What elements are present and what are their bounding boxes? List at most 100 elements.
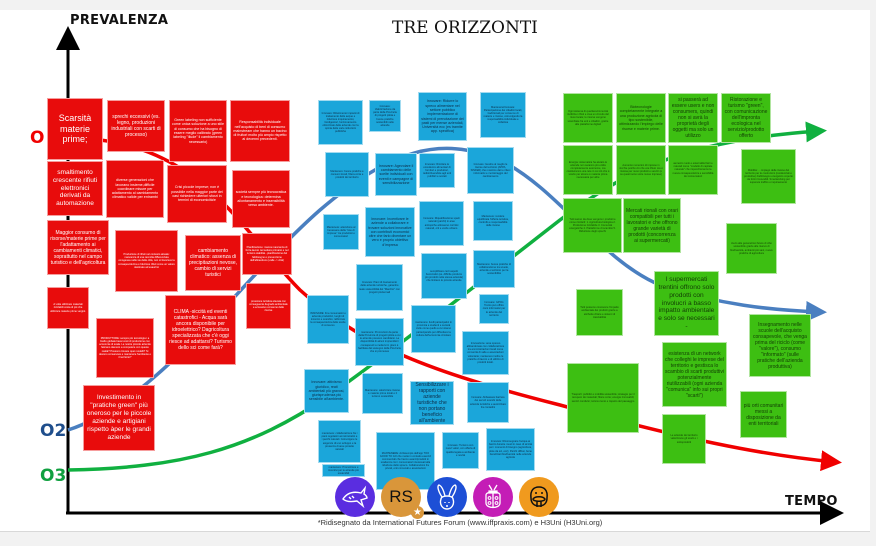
sticky-note-text: Mantenere/Innovare: Partecipazione dei c… bbox=[483, 105, 523, 125]
blue-sticky-note[interactable]: Innovare: attivismo giuridico, reati amb… bbox=[304, 369, 349, 413]
red-sticky-note[interactable]: cambiamento climatico: assenza di precip… bbox=[185, 235, 241, 291]
green-sticky-note[interactable]: Mercati rionali con orari compatibili pe… bbox=[623, 198, 681, 253]
sticky-note-text: mantenere: livelli partecipativi in prov… bbox=[415, 321, 452, 337]
red-sticky-note[interactable]: Produzione di rifiuti nel contesto attua… bbox=[115, 230, 178, 292]
green-sticky-note[interactable]: aumento ruolo e esternalità fisici e nat… bbox=[668, 145, 718, 195]
horizon-2-label: O2 bbox=[40, 421, 67, 441]
blue-sticky-note[interactable]: Mantenere: attenzione al benessere della… bbox=[323, 214, 359, 250]
red-sticky-note[interactable]: Scarsità materie prime; bbox=[47, 98, 103, 160]
star-icon: ★ bbox=[411, 506, 424, 519]
red-sticky-note[interactable]: Responsabilità individuale nell'acquisto… bbox=[230, 100, 290, 162]
sticky-note-text: A volte utilizzare materiali riciclabili… bbox=[50, 303, 86, 313]
blue-sticky-note[interactable]: Mantenere: rendere equilibrata l'offerta… bbox=[473, 201, 513, 241]
green-sticky-note[interactable]: Avvio alle generazioni future di cibo so… bbox=[726, 223, 777, 274]
sticky-note-text: esistenza di un network che colleghi le … bbox=[665, 350, 724, 399]
green-sticky-note[interactable]: Insegnamento nelle scuole dell'acquisto … bbox=[749, 314, 811, 377]
green-sticky-note[interactable]: Biotecnologie completamente integrate a … bbox=[616, 93, 666, 143]
green-sticky-note[interactable]: I supermercati trentini offrono solo pro… bbox=[654, 271, 719, 336]
walrus-badge[interactable] bbox=[519, 477, 559, 517]
blue-sticky-note[interactable]: Mantenere: buone pratiche e consumi loca… bbox=[325, 152, 369, 197]
sticky-note-text: mantenere: collaborazione fra i piani re… bbox=[321, 432, 358, 451]
blue-sticky-note[interactable]: Innovazione: aree spesso abbandonate con… bbox=[462, 331, 509, 375]
green-sticky-note[interactable]: Ogni sistema di quartiere/comunità riuti… bbox=[563, 93, 613, 143]
red-sticky-note[interactable]: Crisi piccole imprese; non è possibile n… bbox=[167, 165, 227, 223]
sticky-note-text: Ristorazione e turismo "green", con comu… bbox=[724, 97, 768, 139]
blue-sticky-note[interactable]: Innovare: Gestire al meglio le risorse d… bbox=[467, 147, 514, 194]
green-sticky-note[interactable]: Tutti sanno da dove vengono i prodotti e… bbox=[563, 198, 622, 253]
blue-sticky-note[interactable]: Innovare: Incentivare le aziende a colla… bbox=[365, 207, 415, 257]
blue-sticky-note[interactable]: INNOVARE: Fra consumatori e aziende prod… bbox=[307, 295, 349, 344]
blue-sticky-note[interactable]: mantenere: Promozione e incentivi per le… bbox=[322, 464, 365, 477]
sticky-note-text: Mantenere: buone pratiche di collaborazi… bbox=[477, 262, 511, 276]
red-sticky-note[interactable]: Maggior consumo di risorse/materie prime… bbox=[47, 220, 109, 275]
sticky-note-text: Innovare: Riciclare le eccedenze aliment… bbox=[422, 162, 452, 179]
blue-sticky-note[interactable]: Innovare: GPCG Trento può offrire corsi … bbox=[479, 294, 509, 324]
blue-sticky-note[interactable]: mantenere: collaborazione fra i piani re… bbox=[318, 420, 361, 463]
blue-sticky-note[interactable]: MANTENERE: Ad Esempio dell'app TOO GOOD … bbox=[376, 432, 435, 490]
sticky-note-text: Energia: sistematica ha aiutato le azien… bbox=[566, 160, 610, 180]
sticky-note-text: Innovare: Riqualificazione spazi natural… bbox=[423, 217, 460, 230]
green-sticky-note[interactable]: esistenza di un network che colleghi le … bbox=[662, 342, 727, 407]
green-sticky-note[interactable]: Trasporti: pubblici e mobilità sostenibi… bbox=[567, 363, 639, 433]
sticky-note-text: si passerà ad essere users e non consume… bbox=[671, 97, 715, 139]
sticky-note-text: CLIMA -siccità ed eventi catastrofici - … bbox=[169, 309, 232, 351]
sticky-note-text: Trasporti: pubblici e mobilità sostenibi… bbox=[571, 393, 635, 403]
blue-sticky-note[interactable]: Mantenere: buone pratiche di collaborazi… bbox=[473, 250, 515, 288]
sticky-note-text: PRODUTTORE: sempre più tecnologia / a li… bbox=[99, 337, 151, 359]
blue-sticky-note[interactable]: mantenere: Promozioni da parte della Pro… bbox=[355, 318, 404, 366]
red-sticky-note[interactable]: CLIMA -siccità ed eventi catastrofici - … bbox=[165, 295, 236, 365]
sticky-note-text: Innovare: Riconsegnare l'acqua ai bacini… bbox=[489, 440, 532, 459]
red-sticky-note[interactable]: società sempre più tecnocratica e tecnol… bbox=[232, 170, 290, 228]
green-sticky-note[interactable]: Mobilità: ... impiego delle risorse del … bbox=[741, 149, 796, 204]
sticky-note-text: Maggior consumo di risorse/materie prime… bbox=[50, 229, 106, 266]
shark-badge[interactable] bbox=[335, 477, 375, 517]
blue-sticky-note[interactable]: Innovare: Riconsegnare l'acqua ai bacini… bbox=[486, 428, 535, 471]
blue-sticky-note[interactable]: Mantenere: valorizzare risorse e materie… bbox=[362, 373, 403, 414]
sticky-note-text: Mobilità: ... impiego delle risorse del … bbox=[744, 168, 793, 185]
diagram-title: TRE ORIZZONTI bbox=[392, 18, 538, 38]
rabbit-badge[interactable] bbox=[427, 477, 467, 517]
blue-sticky-note[interactable]: semplificare certi aspetti burocratici (… bbox=[421, 253, 467, 299]
blue-sticky-note[interactable]: Mantenere/Innovare: Partecipazione dei c… bbox=[480, 92, 526, 138]
red-sticky-note[interactable]: diverse generazioni che lavorano insieme… bbox=[106, 160, 164, 218]
red-sticky-note[interactable]: Green labeling non sufficiente come unic… bbox=[169, 100, 227, 162]
ladybug-badge[interactable] bbox=[473, 477, 513, 517]
green-sticky-note[interactable]: Ristorazione e turismo "green", con comu… bbox=[721, 93, 771, 143]
blue-sticky-note[interactable]: Innovare: Piani di risanamento delle azi… bbox=[356, 264, 403, 311]
red-sticky-note[interactable]: PRODUTTORE: sempre più tecnologia / a li… bbox=[96, 318, 154, 378]
blue-sticky-note[interactable]: mantenere: livelli partecipativi in prov… bbox=[411, 305, 456, 353]
sticky-note-text: Produzione di rifiuti nel contesto attua… bbox=[118, 253, 175, 269]
blue-sticky-note[interactable]: Innovare: Valorizzazione da parte della … bbox=[369, 100, 401, 132]
red-sticky-note[interactable]: A volte utilizzare materiali riciclabili… bbox=[47, 287, 89, 329]
red-sticky-note[interactable]: smaltimento crescente rifiuti elettronic… bbox=[47, 161, 103, 216]
sticky-note-text: Mantenere: valorizzare risorse e materie… bbox=[365, 388, 400, 399]
blue-sticky-note[interactable]: Sensibilizzare i rapporti con aziende tu… bbox=[410, 381, 454, 425]
sticky-note-text: Scarsità materie prime; bbox=[58, 112, 92, 145]
green-sticky-note[interactable]: Aumento numerico di imprese in nicchie p… bbox=[616, 145, 666, 195]
green-sticky-note[interactable]: più orti comunitari messi a disposizione… bbox=[740, 391, 787, 438]
green-sticky-note[interactable]: Tutti possono conoscere l'impatto ambien… bbox=[576, 289, 623, 336]
rs-badge[interactable]: RS ★ bbox=[381, 477, 424, 519]
blue-sticky-note[interactable]: Innovare: Agevolare il cambiamento delle… bbox=[375, 153, 417, 196]
shark-icon bbox=[342, 485, 368, 509]
green-sticky-note[interactable]: Le aziende del territorio valorizzano gl… bbox=[662, 414, 706, 464]
red-sticky-note[interactable]: sprechi eccessivi (es. legno, produzioni… bbox=[107, 100, 165, 152]
sticky-note-text: sprechi eccessivi (es. legno, produzioni… bbox=[111, 114, 161, 138]
x-axis-label: TEMPO bbox=[785, 494, 838, 509]
red-sticky-note[interactable]: Pianificazione: manca mancanza di forza … bbox=[242, 233, 292, 275]
y-axis-label: PREVALENZA bbox=[70, 13, 169, 28]
blue-sticky-note[interactable]: Innovare: Abbassare barriere dei servizi… bbox=[467, 382, 509, 423]
blue-sticky-note[interactable]: Innovare: Ridurre lo spreco alimentare n… bbox=[418, 92, 467, 141]
red-sticky-note[interactable]: pressione turistica elevata con consegue… bbox=[246, 283, 291, 329]
blue-sticky-note[interactable]: Innovare: Riciclare le eccedenze aliment… bbox=[419, 153, 455, 188]
green-sticky-note[interactable]: Energia: sistematica ha aiutato le azien… bbox=[563, 145, 613, 195]
blue-sticky-note[interactable]: Innovare: Rifacimento impianti di tratta… bbox=[318, 100, 363, 145]
green-sticky-note[interactable]: si passerà ad essere users e non consume… bbox=[668, 93, 718, 143]
sticky-note-text: Green labeling non sufficiente come unic… bbox=[172, 118, 224, 144]
horizon-1-label: O bbox=[30, 128, 45, 148]
sticky-note-text: Mantenere: rendere equilibrata l'offerta… bbox=[477, 214, 509, 228]
red-sticky-note[interactable]: Investimento in "pratiche green" più one… bbox=[83, 385, 155, 451]
blue-sticky-note[interactable]: Innovare: Riqualificazione spazi natural… bbox=[419, 201, 464, 246]
blue-sticky-note[interactable]: Innovare: Turismo con nuovi valori, con … bbox=[442, 432, 479, 469]
sticky-note-text: società sempre più tecnocratica e tecnol… bbox=[235, 190, 287, 208]
